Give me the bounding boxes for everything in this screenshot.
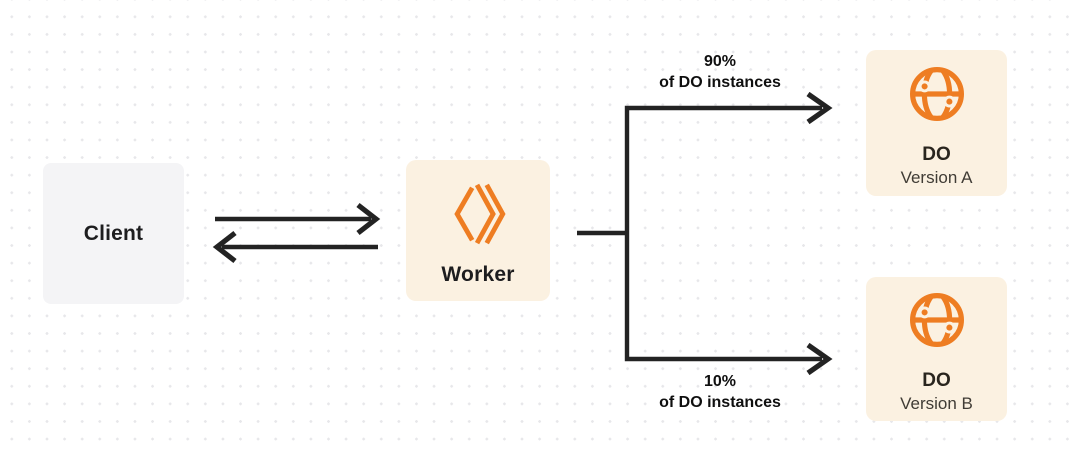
bottom-branch-caption: of DO instances [659,393,781,411]
do-a-title: DO [922,144,951,165]
durable-object-globe-icon [905,62,969,126]
do-version-a-node: DO Version A [866,50,1007,196]
right-arrowhead-icon [356,202,381,236]
branch-trunk [624,105,822,362]
durable-object-globe-icon [905,288,969,352]
do-version-b-node: DO Version B [866,277,1007,421]
worker-node: Worker [406,160,550,301]
do-b-subtitle: Version B [900,394,973,413]
worker-label: Worker [441,262,515,286]
client-label: Client [83,221,144,245]
bottom-branch-label: 10% of DO instances [600,372,840,413]
bottom-branch-arrowhead-icon [806,342,833,376]
do-a-subtitle: Version A [900,168,973,187]
top-branch-percent: 90% [703,53,737,70]
bottom-branch-percent: 10% [703,373,737,390]
workers-logo-icon [451,181,506,247]
top-branch-arrowhead-icon [806,91,833,125]
top-branch-caption: of DO instances [659,73,781,91]
client-node: Client [43,163,184,304]
top-branch-label: 90% of DO instances [600,52,840,93]
do-b-title: DO [922,370,951,391]
left-arrowhead-icon [212,230,237,264]
